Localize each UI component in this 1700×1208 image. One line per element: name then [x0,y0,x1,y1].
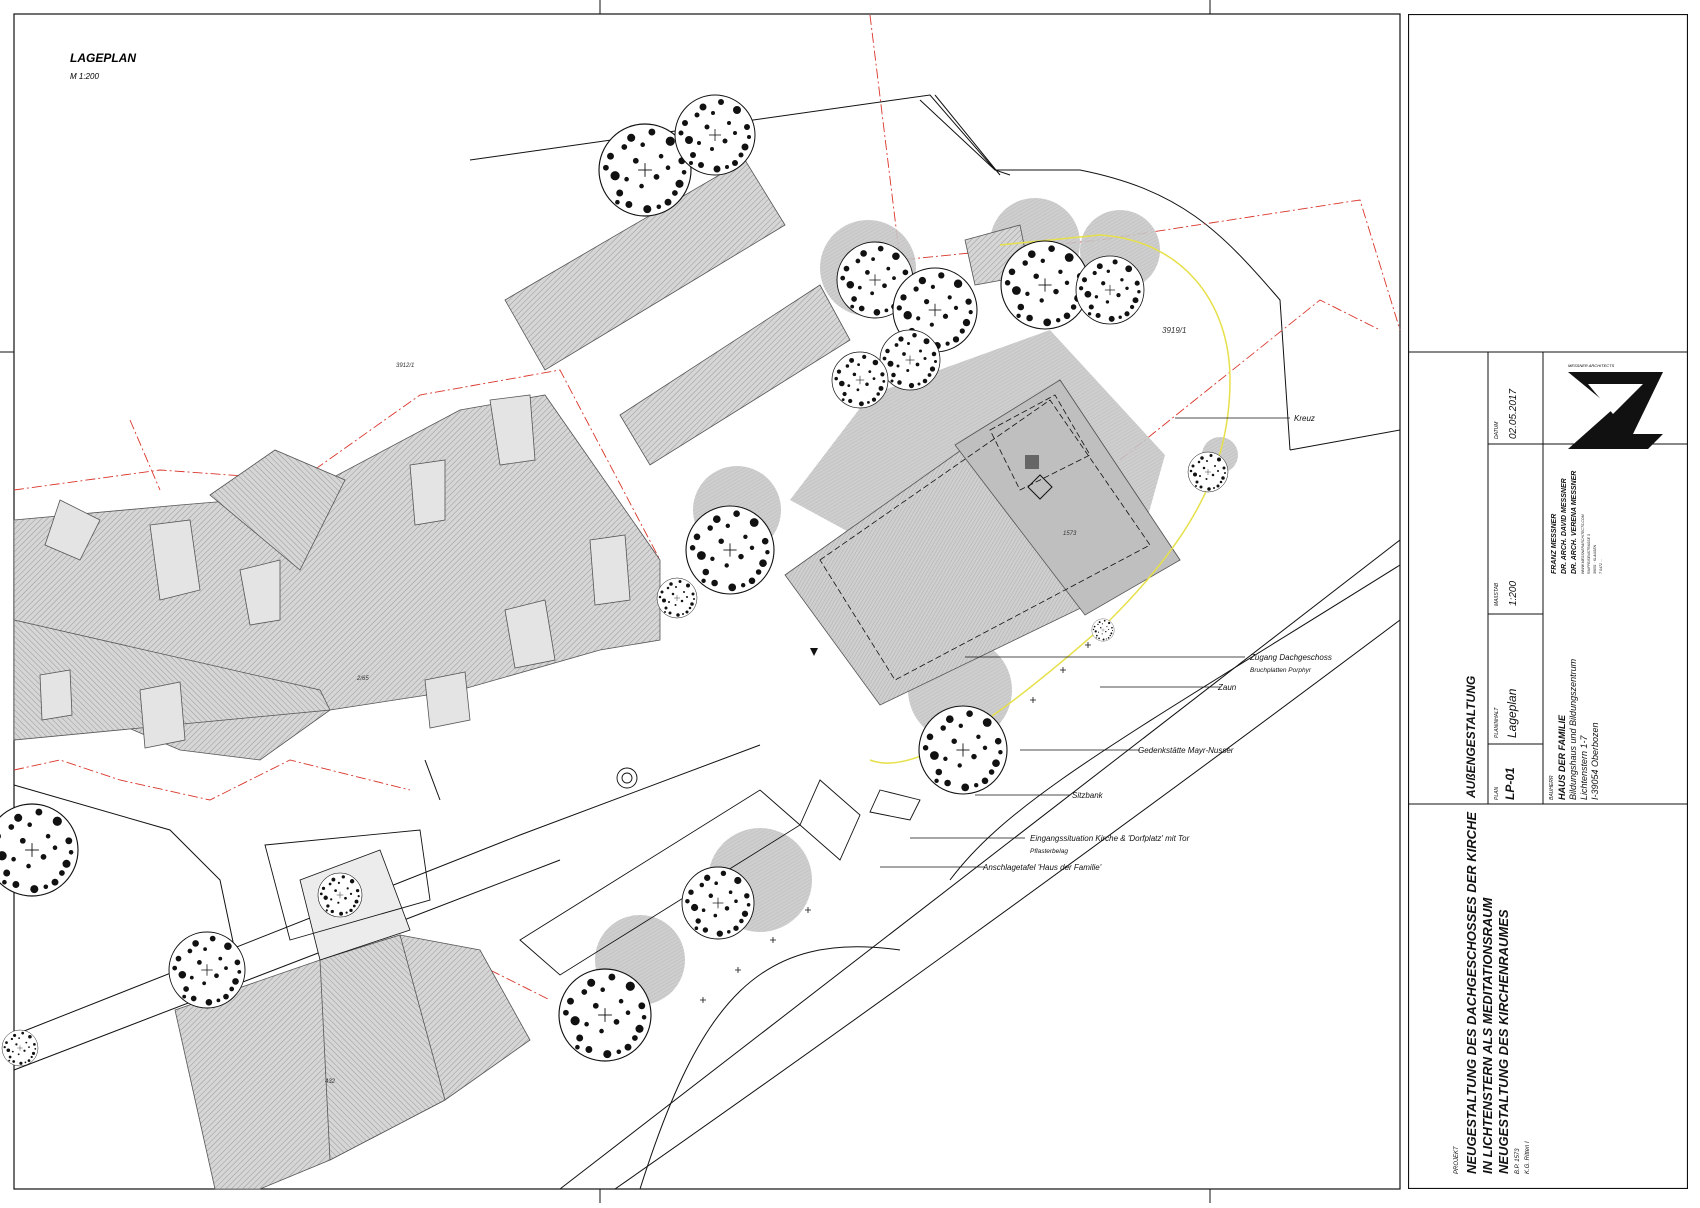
architect-2: DR. ARCH. DAVID MESSNER [1561,478,1568,574]
parcel-number: 2/65 [356,676,369,682]
project-kg: K.G. Ritten I [1525,1141,1531,1174]
bauherr-name: HAUS DER FAMILIE [1557,714,1567,800]
svg-text:MESSNER ARCHITECTS: MESSNER ARCHITECTS [1568,363,1615,368]
buildings [13,159,1181,1190]
label-zaun: Zaun [1217,683,1237,692]
church-outline [819,394,1151,681]
parcel-numbers: 3912/1 2/65 3919/1 1573 432 [325,326,1186,1085]
title-block: MESSNER ARCHITECTS PROJEKT NEUGESTALTUNG… [1408,14,1688,1189]
bauherr-label: BAUHERR [1549,775,1555,800]
architect-city: 39051 · KLAUSEN [1593,544,1597,574]
parcel-number: 432 [325,1079,336,1085]
architect-phone: T 0472 ... [1599,559,1603,574]
label-zugang-sub: Bruchplatten Porphyr [1250,667,1312,674]
section-title: AUßENGESTALTUNG [1464,676,1478,799]
planinhalt: Lageplan [1505,688,1519,738]
plan-title: LAGEPLAN [70,51,136,65]
bauherr-line-3: Lichtenstern 1-7 [1579,734,1589,800]
project-line-2: IN LICHTENSTERN ALS MEDITATIONSRAUM [1480,896,1495,1174]
project-label: PROJEKT [1454,1145,1460,1174]
cross-marker [1025,455,1039,469]
bauherr-line-2: Bildungshaus und Bildungszentrum [1568,658,1578,800]
project-bp: B.P. 1573 [1515,1148,1521,1174]
label-eingang-sub: Pflasterbelag [1030,848,1068,855]
architect-web: WWW.MESSNERARCHITECTS.COM [1581,514,1585,574]
label-anschlagetafel: Anschlagetafel 'Haus der Familie' [982,863,1102,872]
massstab-label: MAßSTAB [1494,582,1500,606]
courtyard-details [264,767,921,976]
bauherr-line-4: I-39054 Oberbozen [1590,722,1600,800]
label-kreuz: Kreuz [1294,414,1315,423]
architect-street: RAIFFEISENSTRASSE 3 [1587,534,1591,574]
massstab: 1:200 [1508,581,1519,606]
architects-logo: MESSNER ARCHITECTS [1568,363,1663,449]
leader-lines [880,417,1290,868]
planinhalt-label: PLANINHALT [1494,707,1500,738]
label-gedenkstaette: Gedenkstätte Mayr-Nusser [1138,746,1234,755]
parcel-number: 3919/1 [1162,326,1186,335]
plan-no: LP-01 [1503,767,1517,800]
parcel-number: 1573 [1063,531,1077,537]
datum: 02.05.2017 [1508,389,1519,439]
plan-scale: M 1:200 [70,72,99,81]
label-zugang: Zugang Dachgeschoss [1249,653,1332,662]
annotation-labels: Kreuz Zugang Dachgeschoss Bruchplatten P… [982,414,1332,872]
road-lines [13,94,1401,1190]
project-line-3: NEUGESTALTUNG DES KIRCHENRAUMES [1496,909,1511,1174]
parcel-number: 3912/1 [396,363,414,369]
label-eingang: Eingangssituation Kirche & 'Dorfplatz' m… [1030,834,1190,843]
plan-no-label: PLAN [1494,787,1500,800]
architect-1: FRANZ MESSNER [1551,514,1558,574]
entrance-arrow [810,648,818,656]
project-line-1: NEUGESTALTUNG DES DACHGESCHOSSES DER KIR… [1464,812,1479,1174]
label-sitzbank: Sitzbank [1072,791,1104,800]
architect-3: DR. ARCH. VERENA MESSNER [1571,471,1578,574]
datum-label: DATUM [1494,421,1500,439]
